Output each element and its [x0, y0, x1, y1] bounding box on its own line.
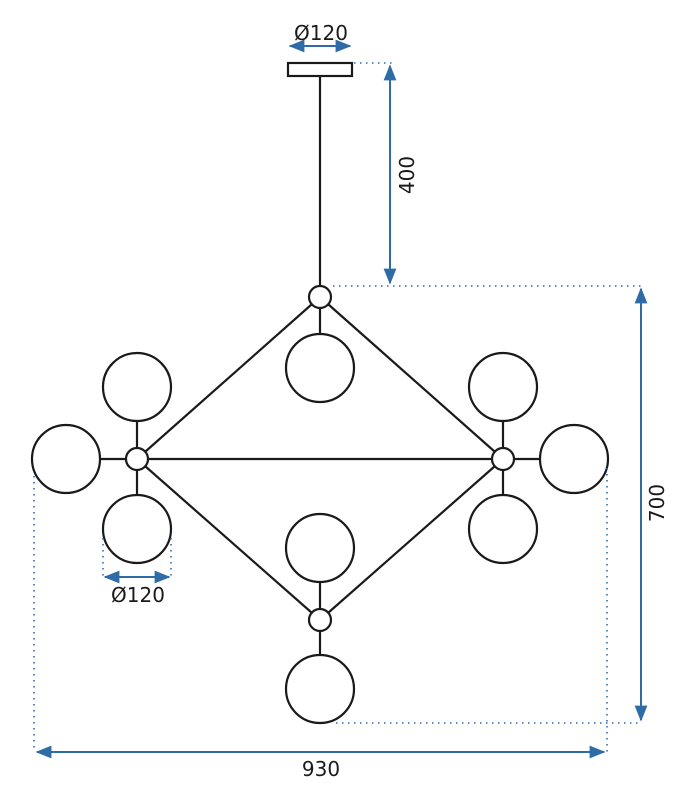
fixture-height-label: 700	[645, 484, 669, 522]
joint	[124, 446, 150, 472]
globe	[101, 351, 173, 423]
globes	[30, 332, 610, 725]
globe	[467, 351, 539, 423]
fixture-width-label: 930	[302, 757, 340, 781]
frame	[136, 296, 504, 621]
extension-lines	[33, 62, 642, 752]
drop-length-label: 400	[395, 156, 419, 194]
canopy-diameter-label: Ø120	[294, 21, 348, 45]
globe-stems	[100, 308, 540, 655]
globe-diameter-label: Ø120	[111, 583, 165, 607]
globe	[284, 332, 356, 404]
joint	[307, 607, 333, 633]
globe	[284, 512, 356, 584]
globe	[538, 423, 610, 495]
ceiling-canopy	[286, 61, 354, 78]
globe	[101, 493, 173, 565]
globe	[284, 653, 356, 725]
joint	[307, 284, 333, 310]
joints	[124, 284, 516, 633]
globe	[467, 493, 539, 565]
globe	[30, 423, 102, 495]
joint	[490, 446, 516, 472]
